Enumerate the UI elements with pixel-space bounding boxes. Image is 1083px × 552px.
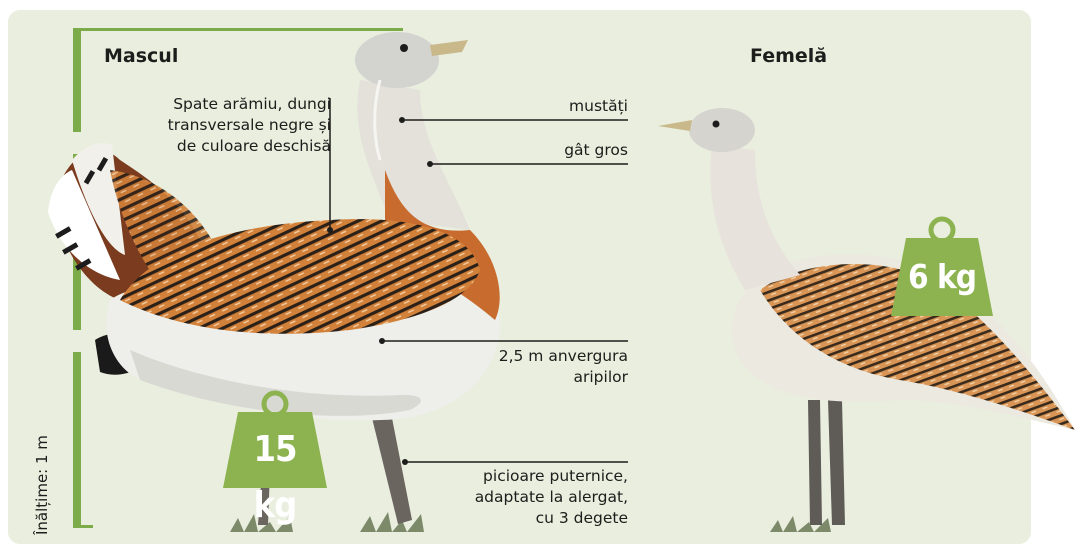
male-title: Mascul bbox=[104, 45, 178, 67]
label-back-line-2: transversale negre și bbox=[168, 115, 331, 136]
label-whiskers: mustăți bbox=[569, 96, 628, 117]
label-wingspan-line-1: 2,5 m anvergura bbox=[499, 346, 628, 367]
label-legs-line-2: adaptate la alergat, bbox=[475, 487, 628, 508]
label-back: Spate arămiu, dungi transversale negre ș… bbox=[168, 94, 331, 157]
label-back-line-1: Spate arămiu, dungi bbox=[168, 94, 331, 115]
label-back-line-3: de culoare deschisă bbox=[168, 136, 331, 157]
female-weight-text: 6 kg bbox=[896, 248, 988, 306]
label-legs-line-3: cu 3 degete bbox=[475, 508, 628, 529]
male-weight-text: 15 kg bbox=[228, 422, 322, 534]
label-legs-line-1: picioare puternice, bbox=[475, 466, 628, 487]
height-label: Înălțime: 1 m bbox=[33, 435, 51, 535]
female-title: Femelă bbox=[750, 45, 827, 67]
female-bustard bbox=[658, 108, 1075, 532]
label-neck: gât gros bbox=[564, 140, 628, 161]
label-legs: picioare puternice, adaptate la alergat,… bbox=[475, 466, 628, 529]
label-wingspan-line-2: aripilor bbox=[499, 367, 628, 388]
label-wingspan: 2,5 m anvergura aripilor bbox=[499, 346, 628, 388]
